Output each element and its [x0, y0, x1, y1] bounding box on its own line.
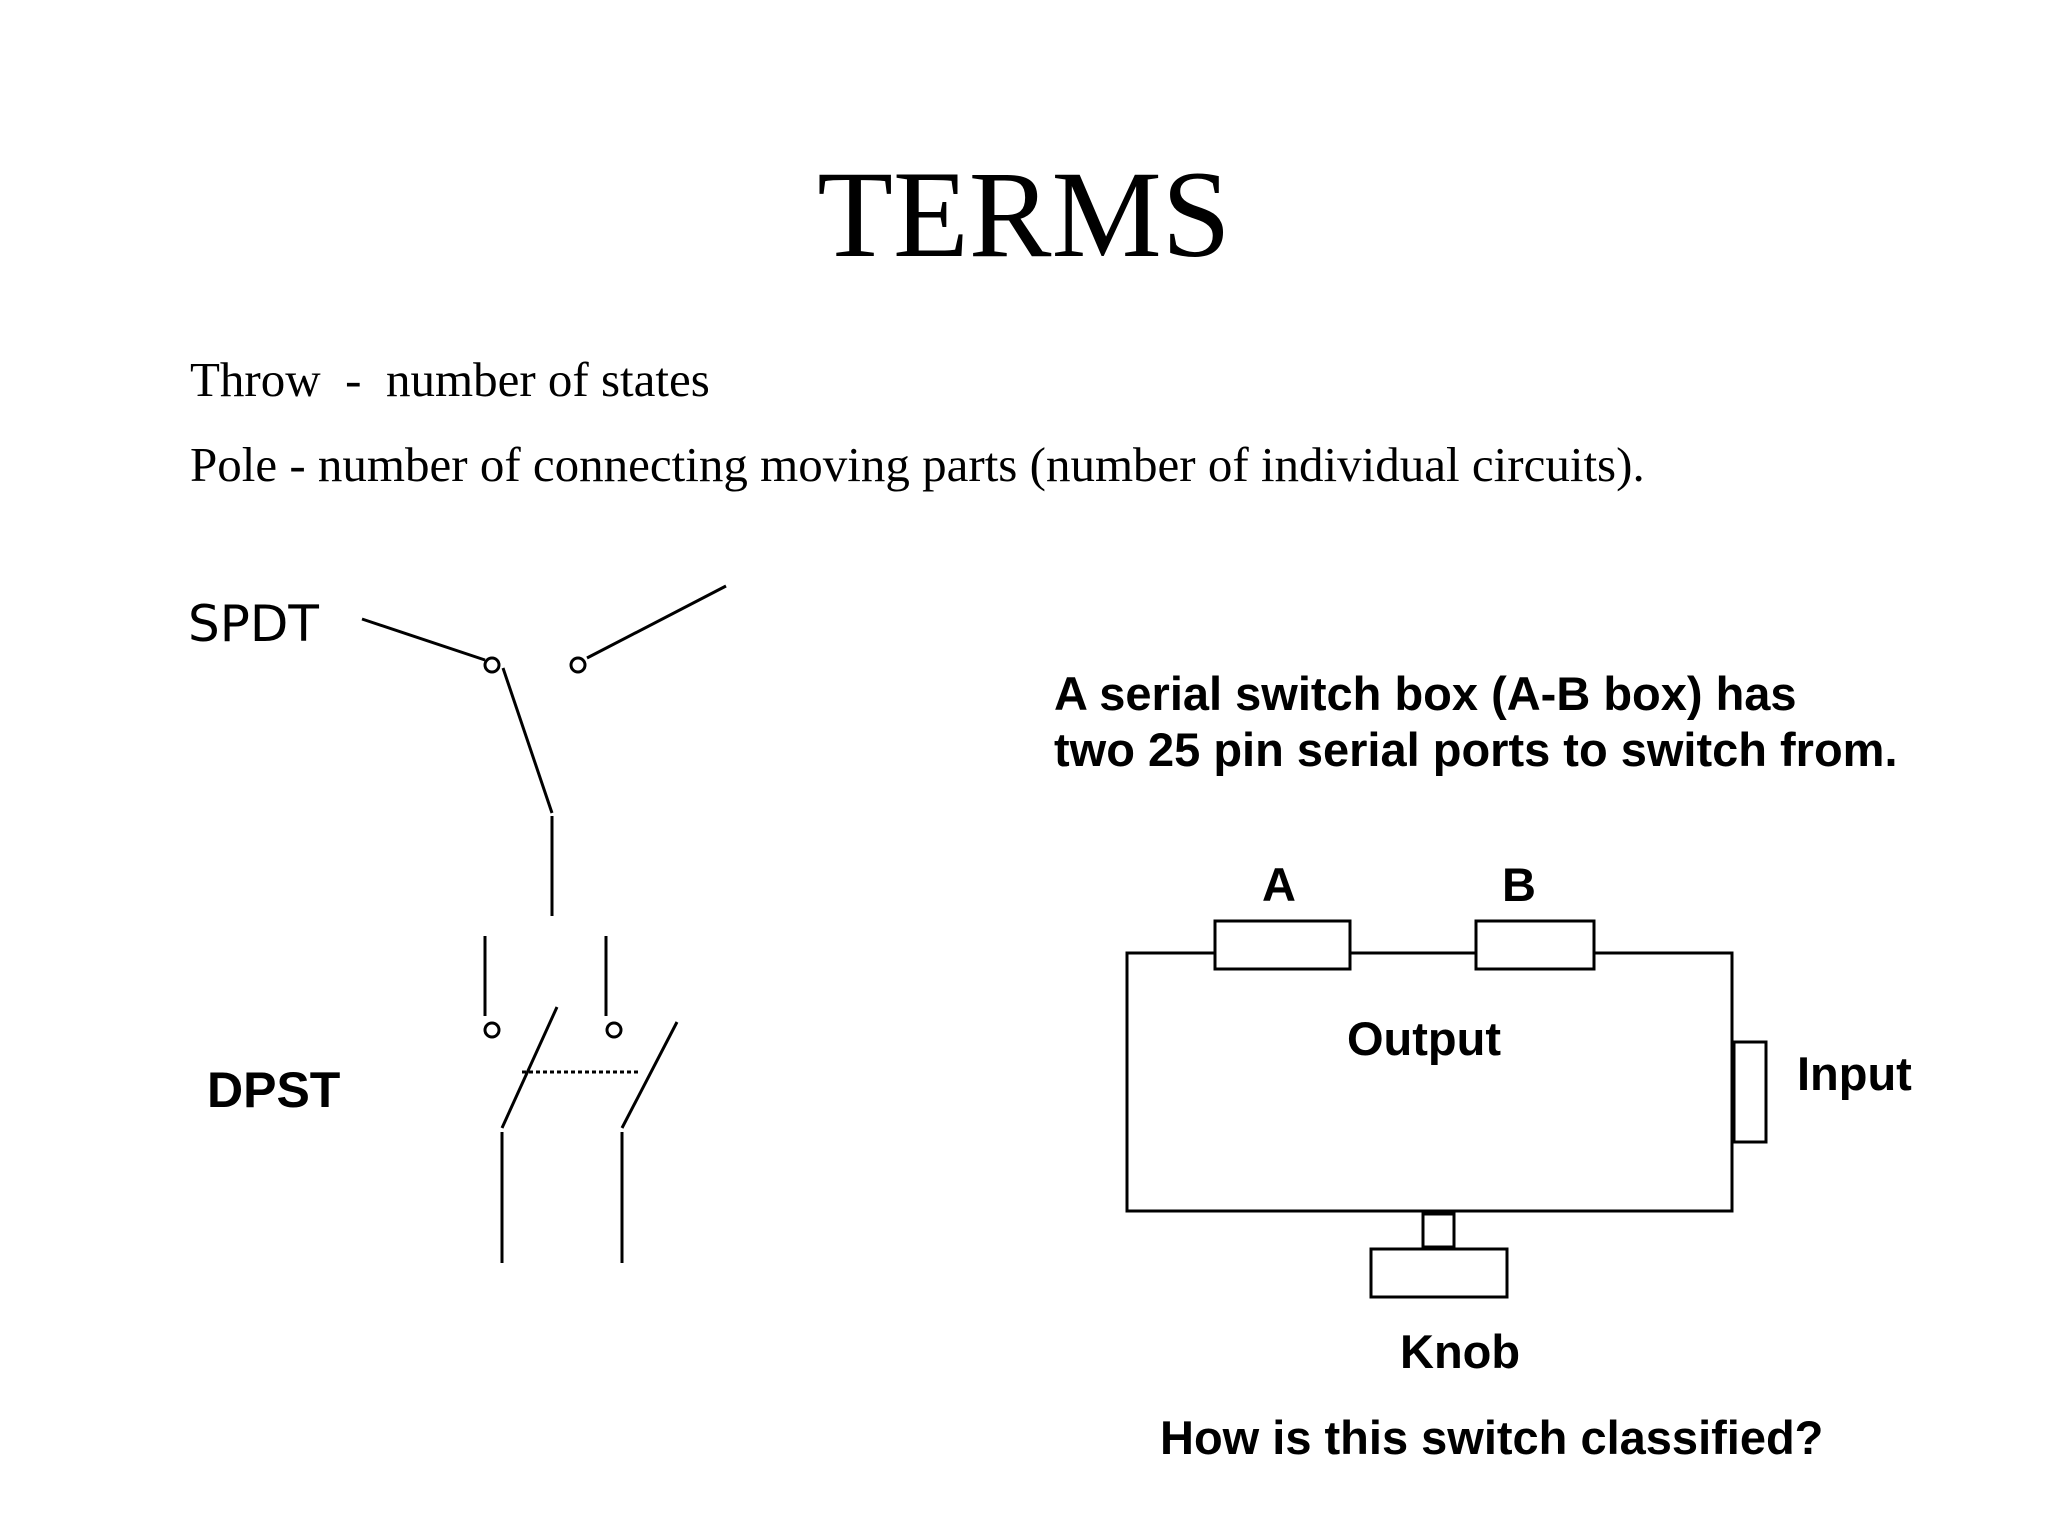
switch-box	[1125, 919, 1768, 1299]
spdt-right-terminal-lead	[586, 584, 727, 660]
input-port	[1732, 1040, 1768, 1144]
knob-shaft	[1421, 1212, 1456, 1249]
dpst-left-arm	[500, 1006, 559, 1129]
knob-label: Knob	[1400, 1325, 1521, 1378]
dpst-symbol	[483, 936, 679, 1263]
dpst-right-contact	[605, 1021, 623, 1039]
switch-box-description: A serial switch box (A-B box) has two 25…	[1054, 666, 1898, 778]
spdt-left-terminal-lead	[361, 617, 486, 662]
port-a-label: A	[1262, 858, 1296, 911]
input-label: Input	[1797, 1047, 1912, 1100]
port-a	[1213, 919, 1352, 971]
port-b-label: B	[1502, 858, 1536, 911]
slide-title: TERMS	[817, 146, 1231, 283]
dpst-right-arm	[620, 1021, 679, 1129]
dpst-label: DPST	[207, 1062, 341, 1118]
spdt-pole-arm	[501, 667, 554, 814]
switch-box-body	[1125, 951, 1734, 1213]
spdt-left-contact	[483, 656, 501, 674]
knob	[1369, 1247, 1509, 1299]
output-label: Output	[1347, 1012, 1501, 1065]
spdt-right-contact	[569, 656, 587, 674]
spdt-symbol	[361, 584, 727, 916]
port-b	[1474, 919, 1596, 971]
dpst-left-contact	[483, 1021, 501, 1039]
throw-definition: Throw - number of states	[190, 352, 710, 407]
pole-definition: Pole - number of connecting moving parts…	[190, 437, 1645, 492]
description-line-1: A serial switch box (A-B box) has	[1054, 667, 1797, 720]
spdt-label: SPDT	[188, 595, 319, 653]
classification-question: How is this switch classified?	[1160, 1411, 1824, 1464]
description-line-2: two 25 pin serial ports to switch from.	[1054, 723, 1898, 776]
